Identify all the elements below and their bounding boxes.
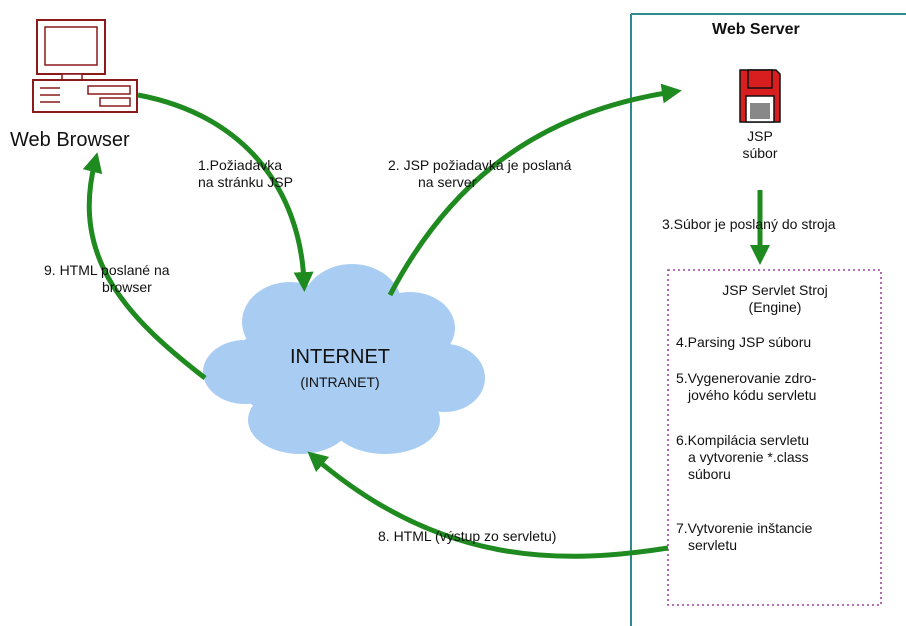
engine-title: JSP Servlet Stroj (Engine) — [670, 282, 880, 316]
jsp-file-label-line-2: súbor — [742, 145, 778, 161]
step-5-line-1: 5.Vygenerovanie zdro- — [676, 370, 817, 386]
step-2-label: 2. JSP požiadavka je poslaná na server — [388, 157, 571, 191]
step-7-label: 7.Vytvorenie inštancie servletu — [676, 520, 812, 554]
jsp-file-label-line-1: JSP — [747, 128, 773, 144]
engine-title-line-2: (Engine) — [748, 299, 802, 315]
step-9-line-2: browser — [102, 279, 152, 295]
step-5-line-2: jového kódu servletu — [688, 387, 817, 403]
step-8-label: 8. HTML (výstup zo servletu) — [378, 528, 557, 544]
step-2-line-1: 2. JSP požiadavka je poslaná — [388, 157, 572, 173]
arrow-1-request — [137, 92, 314, 292]
computer-icon — [32, 19, 138, 113]
step-6-line-3: súboru — [688, 466, 731, 482]
web-server-label: Web Server — [712, 21, 800, 38]
step-5-label: 5.Vygenerovanie zdro- jového kódu servle… — [676, 370, 816, 404]
step-7-line-1: 7.Vytvorenie inštancie — [676, 520, 813, 536]
jsp-file-label: JSP súbor — [718, 128, 802, 162]
step-7-line-2: servletu — [688, 537, 738, 553]
intranet-label: (INTRANET) — [300, 374, 380, 390]
step-4-label: 4.Parsing JSP súboru — [676, 334, 812, 350]
step-1-line-2: na stránku JSP — [198, 174, 293, 190]
step-6-line-1: 6.Kompilácia servletu — [676, 432, 810, 448]
step-6-line-2: a vytvorenie *.class — [688, 449, 809, 465]
arrow-8-html-out — [307, 451, 669, 559]
arrow-2-to-server — [387, 83, 682, 297]
internet-label: INTERNET — [290, 346, 390, 368]
step-1-line-1: 1.Požiadavka — [198, 157, 283, 173]
step-2-line-2: na server — [418, 174, 477, 190]
step-9-line-1: 9. HTML poslané na — [44, 262, 170, 278]
step-1-label: 1.Požiadavka na stránku JSP — [198, 157, 293, 191]
step-3-label: 3.Súbor je poslaný do stroja — [662, 216, 836, 232]
arrow-9-to-browser — [82, 152, 207, 380]
floppy-disk-icon — [739, 69, 781, 123]
engine-title-line-1: JSP Servlet Stroj — [722, 282, 828, 298]
internet-cloud — [203, 264, 485, 454]
step-6-label: 6.Kompilácia servletu a vytvorenie *.cla… — [676, 432, 809, 483]
servlet-engine-box — [667, 269, 882, 606]
step-9-label: 9. HTML poslané na browser — [44, 262, 170, 296]
web-browser-label: Web Browser — [10, 129, 130, 151]
